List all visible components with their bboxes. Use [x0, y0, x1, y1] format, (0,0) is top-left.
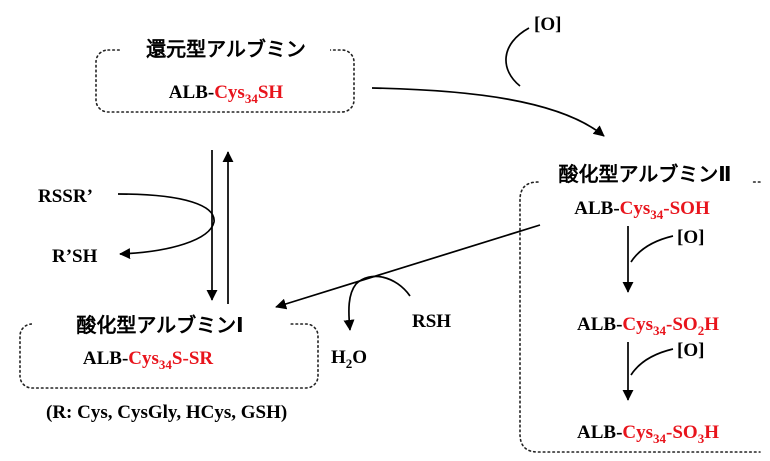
- rssr-label: RSSR’: [38, 186, 93, 207]
- oxidant-label-middle: [O]: [677, 227, 704, 248]
- rsh-label: RSH: [412, 311, 451, 332]
- r-group-list: (R: Cys, CysGly, HCys, GSH): [46, 402, 287, 423]
- arrow-rssr-to-rsh: [117, 193, 215, 260]
- curve-oxidant-top: [505, 27, 530, 87]
- curve-oxidant-middle: [630, 235, 674, 263]
- oxidized-albumin-1-title: 酸化型アルブミンⅠ: [76, 313, 243, 337]
- oxidized-albumin-1-formula: ALB-Cys34S-SR: [83, 348, 213, 372]
- reduced-albumin-formula: ALB-Cys34SH: [169, 82, 284, 106]
- arrow-oxidized-2-to-oxidized-1: [275, 224, 541, 310]
- oxidant-label-bottom: [O]: [677, 340, 704, 361]
- reduced-albumin-title: 還元型アルブミン: [146, 37, 306, 61]
- oxidized-albumin-2-title: 酸化型アルブミンⅡ: [559, 162, 732, 186]
- water-label: H2O: [331, 347, 367, 371]
- arrow-reduced-to-oxidized-2: [371, 87, 605, 137]
- curve-oxidant-bottom: [630, 348, 674, 376]
- alb-cys34-so2h: ALB-Cys34-SO2H: [577, 314, 719, 338]
- arrow-rsh-to-water: [343, 275, 411, 331]
- rsh-prime-label: R’SH: [52, 246, 98, 267]
- oxidant-label-top: [O]: [534, 14, 561, 35]
- alb-cys34-soh: ALB-Cys34-SOH: [574, 198, 710, 222]
- oxidized-albumin-1-box: [19, 323, 319, 389]
- alb-cys34-so3h: ALB-Cys34-SO3H: [577, 422, 719, 446]
